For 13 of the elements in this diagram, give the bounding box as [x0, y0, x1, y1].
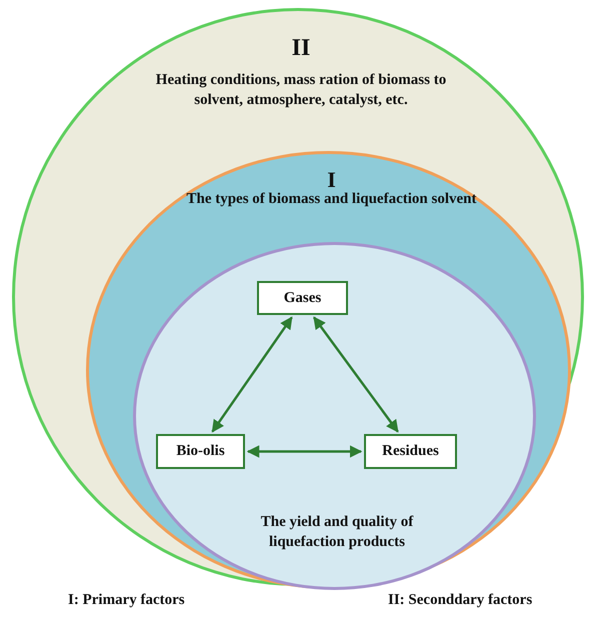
process-box: Bio-olis: [156, 434, 245, 469]
circle-heading: The types of biomass and liquefaction solvent: [185, 190, 478, 209]
circle-caption: The yield and quality of liquefaction products: [260, 513, 414, 552]
double-arrow: [313, 316, 399, 433]
circle-heading: Heating conditions, mass ration of biomass to solvent, atmosphere, catalyst, etc.: [154, 71, 448, 110]
double-arrow: [246, 445, 362, 458]
legend-note: II: Seconddary factors: [388, 592, 532, 609]
roman-numeral: I: [326, 166, 337, 192]
process-box: Gases: [257, 281, 348, 315]
process-box: Residues: [364, 434, 457, 469]
legend-note: I: Primary factors: [68, 592, 185, 609]
roman-numeral: II: [290, 34, 312, 63]
double-arrow: [211, 316, 293, 433]
